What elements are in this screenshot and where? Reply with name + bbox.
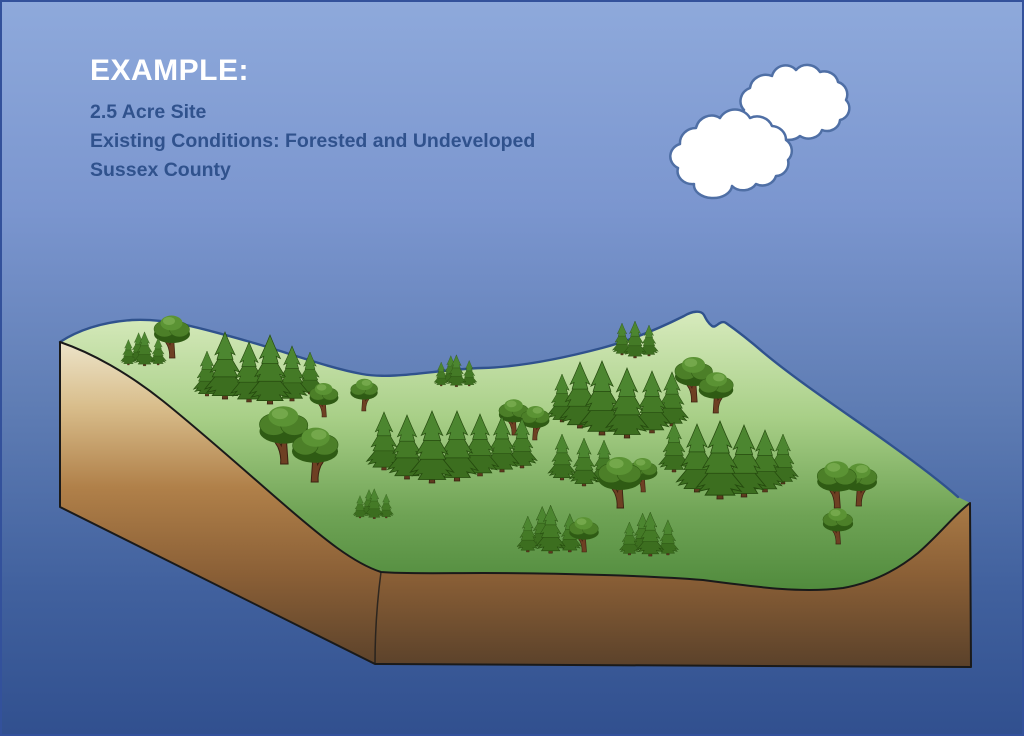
shrub-tree-icon: [434, 355, 477, 387]
soil-crease-line: [374, 571, 382, 665]
site-size-line: 2.5 Acre Site: [90, 101, 207, 123]
cloud-front-icon: [669, 108, 793, 200]
existing-conditions-line: Existing Conditions: Forested and Undeve…: [90, 130, 536, 152]
county-line: Sussex County: [90, 159, 231, 181]
clouds: [669, 63, 851, 200]
terrain-back-edge: [58, 310, 960, 499]
soil-cross-section: [59, 341, 972, 668]
example-title: EXAMPLE:: [90, 54, 250, 87]
site-info-text: EXAMPLE: 2.5 Acre Site Existing Conditio…: [90, 54, 535, 185]
